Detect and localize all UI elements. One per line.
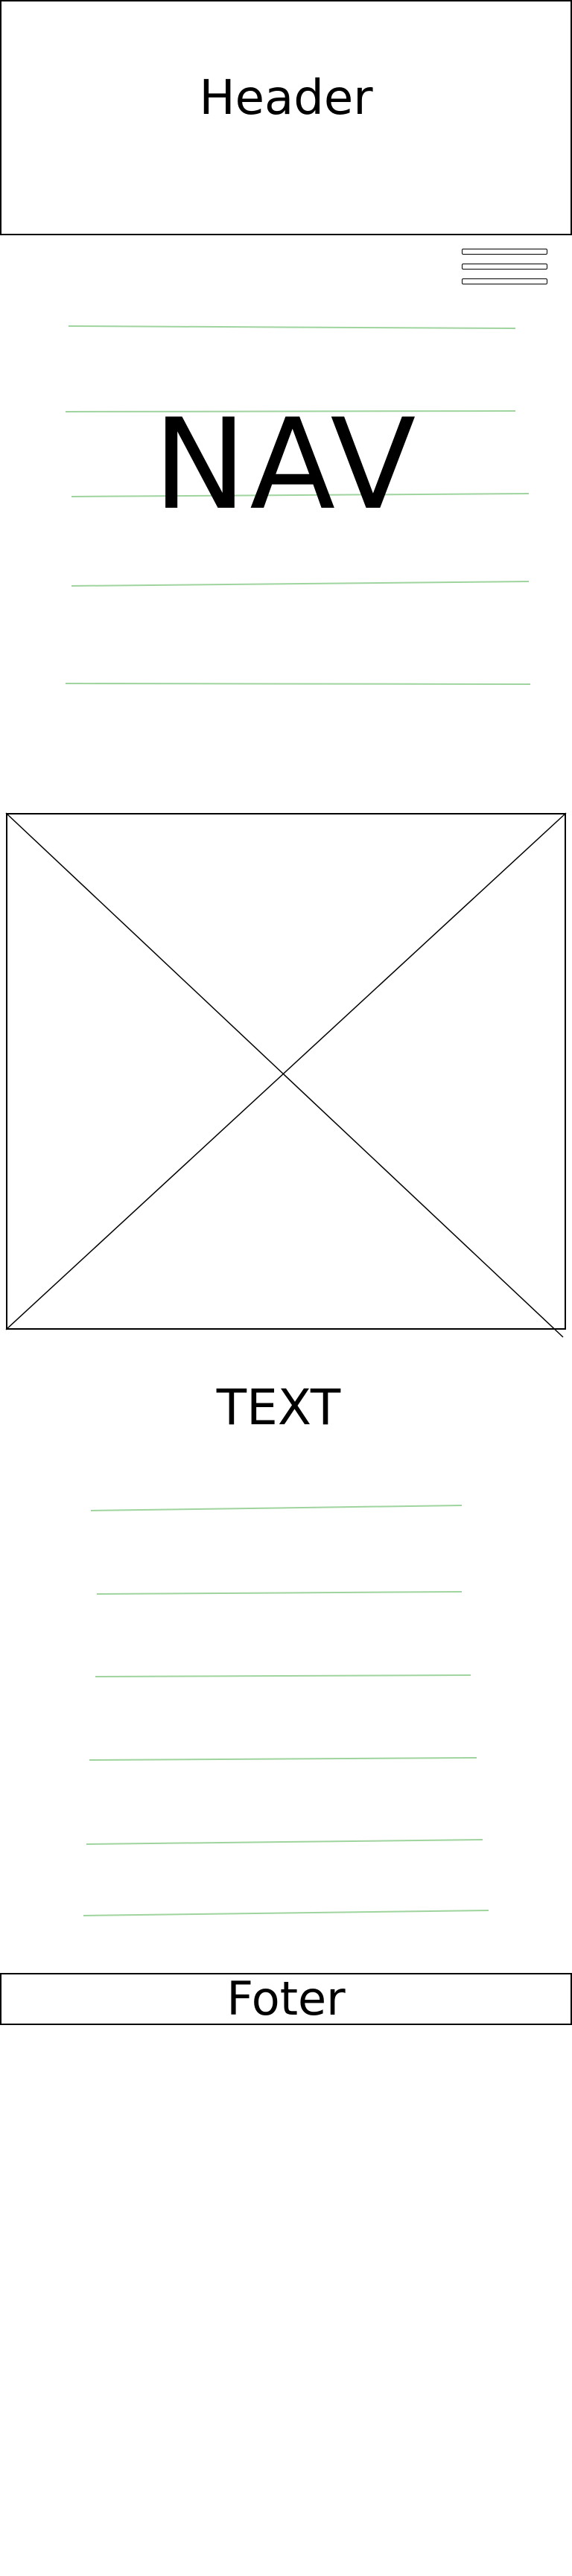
nav-label: NAV — [153, 392, 419, 538]
nav-line — [65, 410, 516, 412]
text-line — [83, 1910, 489, 1916]
header-box — [0, 0, 572, 235]
cross-line — [5, 812, 567, 1330]
text-line — [95, 1674, 471, 1677]
nav-line — [71, 493, 530, 497]
image-placeholder-cross — [5, 812, 567, 1338]
image-placeholder — [6, 813, 566, 1330]
footer-label: Foter — [226, 1971, 346, 2026]
hamburger-menu-icon[interactable] — [462, 249, 547, 287]
menu-bar — [462, 249, 547, 255]
nav-placeholder-lines — [65, 325, 531, 685]
text-label: TEXT — [216, 1379, 341, 1436]
header-label: Header — [199, 71, 373, 126]
text-line — [90, 1505, 463, 1511]
menu-bar — [462, 264, 547, 270]
footer-box — [0, 1973, 572, 2025]
text-line — [89, 1757, 477, 1761]
nav-line — [65, 683, 531, 685]
text-line — [86, 1839, 483, 1845]
nav-line — [71, 581, 530, 587]
nav-line — [68, 325, 516, 329]
text-placeholder-lines — [83, 1505, 489, 1916]
menu-bar — [462, 278, 547, 284]
cross-line — [5, 812, 564, 1338]
text-line — [96, 1591, 463, 1595]
